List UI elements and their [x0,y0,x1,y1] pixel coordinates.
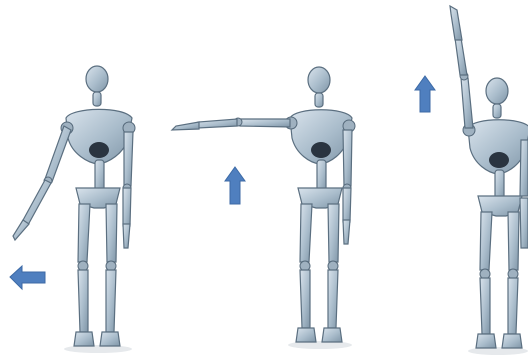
figure-left [13,66,135,353]
foot [322,328,342,342]
arrow-up-right [415,76,435,112]
hand [450,6,462,40]
arrow-left [10,266,45,289]
shin [300,270,310,328]
upper-arm [343,130,352,186]
up-arrow-icon [225,167,245,204]
upper-arm [45,126,71,182]
thigh [480,212,492,270]
thigh [508,212,519,270]
hand [343,220,350,244]
thigh [78,204,90,262]
rib-cavity [489,152,509,168]
thigh [300,204,312,262]
thigh [328,204,339,262]
shin [508,278,518,334]
foot [476,334,496,348]
figure-right [450,6,528,355]
shin [78,270,88,332]
upper-arm [240,119,290,127]
left-arrow-icon [10,266,45,289]
skull [86,66,108,92]
shin [480,278,490,334]
shin [328,270,338,328]
foot [100,332,120,346]
rib-cavity [89,142,109,158]
forearm [22,180,51,225]
upper-arm [520,140,528,196]
upper-arm [124,132,133,186]
thigh [106,204,117,262]
forearm [520,198,528,248]
forearm [455,38,467,75]
neck [315,93,323,107]
forearm [123,188,131,226]
figure-middle [172,67,355,349]
up-arrow-icon [415,76,435,112]
arrow-up-middle [225,167,245,204]
spine [95,160,104,192]
foot [296,328,316,342]
hand [123,224,130,248]
rib-cavity [311,142,331,158]
hand [172,122,199,130]
forearm [198,119,237,128]
forearm [343,188,351,222]
upper-arm [461,78,473,128]
neck [493,104,501,118]
skull [486,78,508,104]
foot [502,334,522,348]
spine [317,160,326,192]
neck [93,92,101,106]
foot [74,332,94,346]
skull [308,67,330,93]
hand [13,220,29,240]
shin [106,270,116,332]
